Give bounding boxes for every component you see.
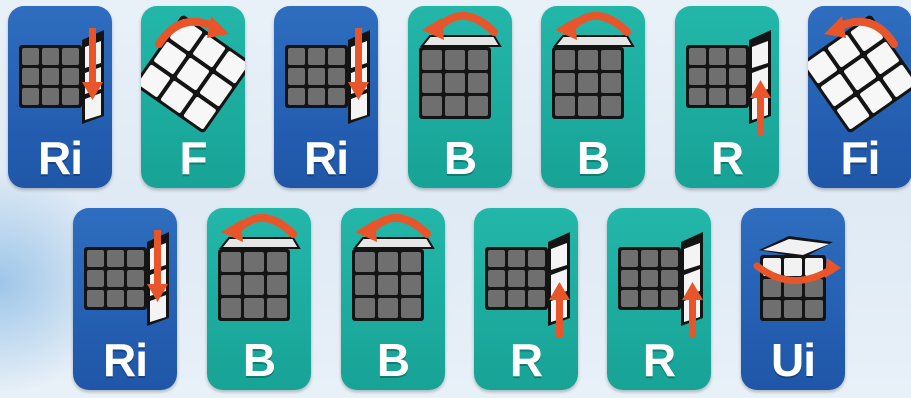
- move-label: R: [675, 132, 779, 184]
- move-card-2[interactable]: F: [141, 6, 245, 188]
- move-label: B: [408, 132, 512, 184]
- move-card-5[interactable]: B: [541, 6, 645, 188]
- right-face-down-arrow-icon: [274, 6, 378, 136]
- back-face-arc-arrow-icon: [408, 6, 512, 136]
- move-label: Ri: [274, 132, 378, 184]
- move-label: R: [474, 334, 578, 386]
- move-card-10[interactable]: B: [341, 208, 445, 390]
- move-card-8[interactable]: Ri: [73, 208, 177, 390]
- move-label: Ri: [73, 334, 177, 386]
- moves-row-1: Ri F Ri B B R Fi: [0, 6, 911, 196]
- back-face-arc-arrow-icon: [341, 208, 445, 338]
- move-label: B: [541, 132, 645, 184]
- move-card-7[interactable]: Fi: [808, 6, 911, 188]
- right-face-down-arrow-icon: [73, 208, 177, 338]
- back-face-arc-arrow-icon: [207, 208, 311, 338]
- move-card-11[interactable]: R: [474, 208, 578, 390]
- move-card-3[interactable]: Ri: [274, 6, 378, 188]
- move-label: Ui: [741, 334, 845, 386]
- move-card-4[interactable]: B: [408, 6, 512, 188]
- moves-row-2: Ri B B R R Ui: [0, 208, 911, 398]
- right-face-up-arrow-icon: [675, 6, 779, 136]
- move-card-12[interactable]: R: [607, 208, 711, 390]
- move-label: F: [141, 132, 245, 184]
- move-label: Fi: [808, 132, 911, 184]
- move-label: B: [341, 334, 445, 386]
- right-face-down-arrow-icon: [8, 6, 112, 136]
- move-card-13[interactable]: Ui: [741, 208, 845, 390]
- front-face-rotate-ccw-icon: [808, 6, 911, 136]
- back-face-arc-arrow-icon: [541, 6, 645, 136]
- move-card-1[interactable]: Ri: [8, 6, 112, 188]
- right-face-up-arrow-icon: [474, 208, 578, 338]
- move-label: R: [607, 334, 711, 386]
- front-face-rotate-icon: [141, 6, 245, 136]
- right-face-up-arrow-icon: [607, 208, 711, 338]
- move-label: Ri: [8, 132, 112, 184]
- move-card-6[interactable]: R: [675, 6, 779, 188]
- move-card-9[interactable]: B: [207, 208, 311, 390]
- move-label: B: [207, 334, 311, 386]
- top-layer-rotate-icon: [741, 208, 845, 338]
